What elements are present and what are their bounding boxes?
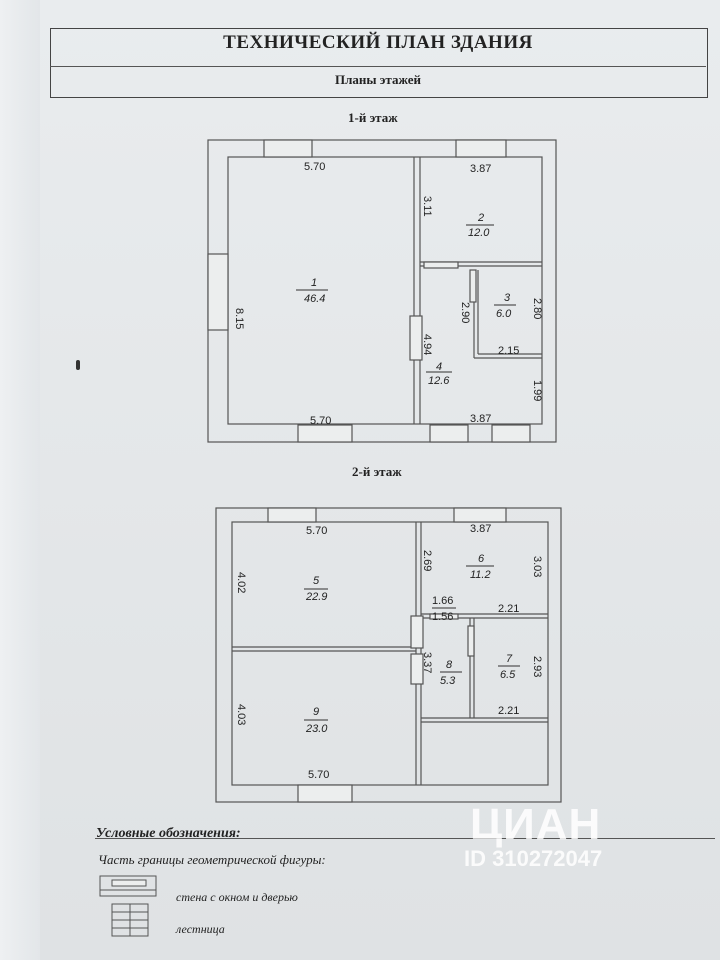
room5-area: 22.9: [305, 591, 327, 603]
dim-f2-bottom-left: 5.70: [308, 769, 329, 781]
dim-f1-bottom-right: 3.87: [470, 413, 491, 425]
room4-area: 12.6: [428, 375, 450, 387]
room9-area: 23.0: [305, 723, 328, 735]
dim-f2-mid-upper: 2.69: [421, 550, 433, 571]
window-7: [453, 507, 507, 523]
doorway-3: [469, 269, 477, 303]
floor1-labels: 5.70 3.87 8.15 3.11 4.94 2.90 2.80 2.15 …: [233, 161, 543, 427]
document-subtitle: Планы этажей: [335, 72, 421, 87]
legend-title: Условные обозначения:: [96, 826, 241, 841]
doorway-1: [409, 315, 423, 361]
dim-f2-top-left: 5.70: [306, 525, 327, 537]
dim-f1-r3-inner: 2.90: [459, 302, 471, 323]
legend-divider: [95, 838, 715, 839]
room6-area: 11.2: [470, 569, 491, 581]
dim-f1-r3-right: 2.80: [531, 298, 543, 319]
room3-number: 3: [504, 292, 511, 304]
doorway-2: [423, 261, 459, 269]
dim-f1-mid-lower: 4.94: [421, 334, 433, 355]
floor1-label: 1-й этаж: [348, 110, 398, 125]
floor2-inner-wall: [231, 521, 549, 786]
dim-f1-left: 8.15: [233, 308, 245, 329]
room7-area: 6.5: [500, 669, 516, 681]
dim-f1-top-left: 5.70: [304, 161, 325, 173]
document-title: ТЕХНИЧЕСКИЙ ПЛАН ЗДАНИЯ: [223, 32, 533, 53]
dim-f1-mid-upper: 3.11: [421, 196, 433, 217]
room1-area: 46.4: [304, 293, 325, 305]
doorway-6: [429, 613, 459, 620]
floor1-inner-wall: [227, 156, 543, 425]
room4-number: 4: [436, 361, 442, 373]
binder-hole: [76, 360, 80, 370]
floor2-labels: 5.70 3.87 4.02 4.03 2.69 3.03 1.66 1.56 …: [235, 523, 543, 781]
doorway-7: [467, 625, 475, 657]
floor2-label: 2-й этаж: [352, 464, 402, 479]
floor2-plan: [215, 507, 562, 803]
floor1-outer-wall: [207, 139, 557, 443]
floor2-outer-wall: [215, 507, 562, 803]
legend-item-wall: стена с окном и дверью: [176, 890, 298, 904]
room2-number: 2: [477, 212, 484, 224]
dim-f1-bottom-left: 5.70: [310, 415, 331, 427]
doorway-4: [410, 615, 424, 649]
room6-number: 6: [478, 553, 485, 565]
room7-number: 7: [506, 653, 513, 665]
dim-f1-top-right: 3.87: [470, 163, 491, 175]
dim-f2-left-upper: 4.02: [235, 572, 247, 593]
dim-f2-r7-bottom: 2.21: [498, 705, 519, 717]
window-2: [455, 139, 507, 158]
window-5: [491, 424, 531, 443]
dim-f1-right-lower: 1.99: [531, 380, 543, 401]
room5-number: 5: [313, 575, 320, 587]
legend-item-stairs: лестница: [176, 922, 225, 936]
dim-f2-r7-top: 2.21: [498, 603, 519, 615]
stairs-icon: [111, 903, 149, 937]
dim-f2-r6-right: 3.03: [531, 556, 543, 577]
room8-number: 8: [446, 659, 453, 671]
room8-area: 5.3: [440, 675, 456, 687]
dim-f2-top-right: 3.87: [470, 523, 491, 535]
dim-f2-mid-lower: 3.37: [421, 652, 433, 673]
document-sheet: [40, 0, 720, 960]
legend-subtitle: Часть границы геометрической фигуры:: [98, 852, 326, 867]
window-3: [207, 253, 229, 331]
watermark-id: ID 310272047: [464, 846, 603, 871]
window-6: [267, 507, 317, 523]
window-4: [297, 424, 353, 443]
dim-f2-r7-right: 2.93: [531, 656, 543, 677]
dim-f1-r3-bottom: 2.15: [498, 345, 519, 357]
title-divider: [50, 66, 706, 67]
doorway-5: [410, 653, 424, 685]
room9-number: 9: [313, 706, 319, 718]
room2-area: 12.0: [468, 227, 490, 239]
wall-window-door-icon: [99, 875, 157, 897]
window-8: [297, 784, 353, 803]
title-frame: [50, 28, 708, 98]
floor1-plan: [207, 139, 557, 443]
window-1: [263, 139, 313, 158]
door-1: [429, 424, 469, 443]
dim-f2-h-b: 1.56: [432, 611, 453, 623]
watermark-brand: ЦИАН: [470, 800, 602, 849]
room3-area: 6.0: [496, 308, 512, 320]
dim-f2-h-a: 1.66: [432, 595, 453, 607]
watermark: ЦИАН ID 310272047: [464, 800, 602, 872]
room1-number: 1: [311, 277, 317, 289]
dim-f2-left-lower: 4.03: [235, 704, 247, 725]
